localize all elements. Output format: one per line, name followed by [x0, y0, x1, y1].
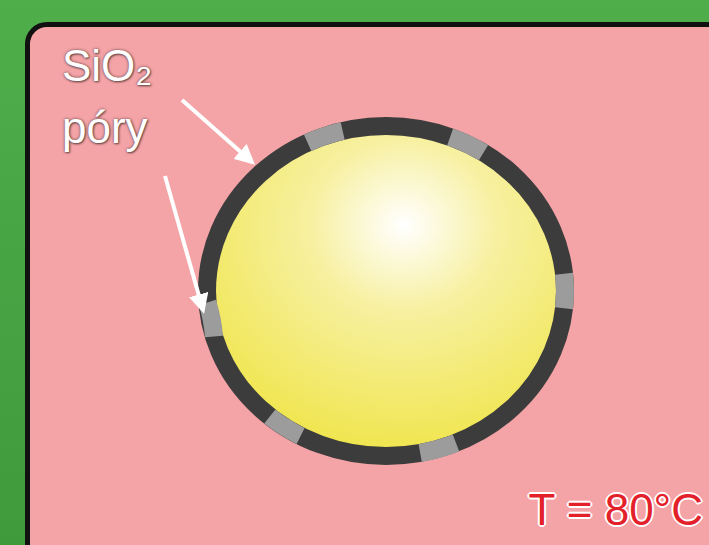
leader-arrows: [165, 100, 252, 310]
material-label: SiO₂: [62, 42, 152, 90]
sio2-shell: [207, 126, 565, 456]
pores: [207, 131, 565, 453]
temperature-label: T = 80°C: [528, 486, 703, 534]
pore-label: póry: [62, 104, 148, 152]
